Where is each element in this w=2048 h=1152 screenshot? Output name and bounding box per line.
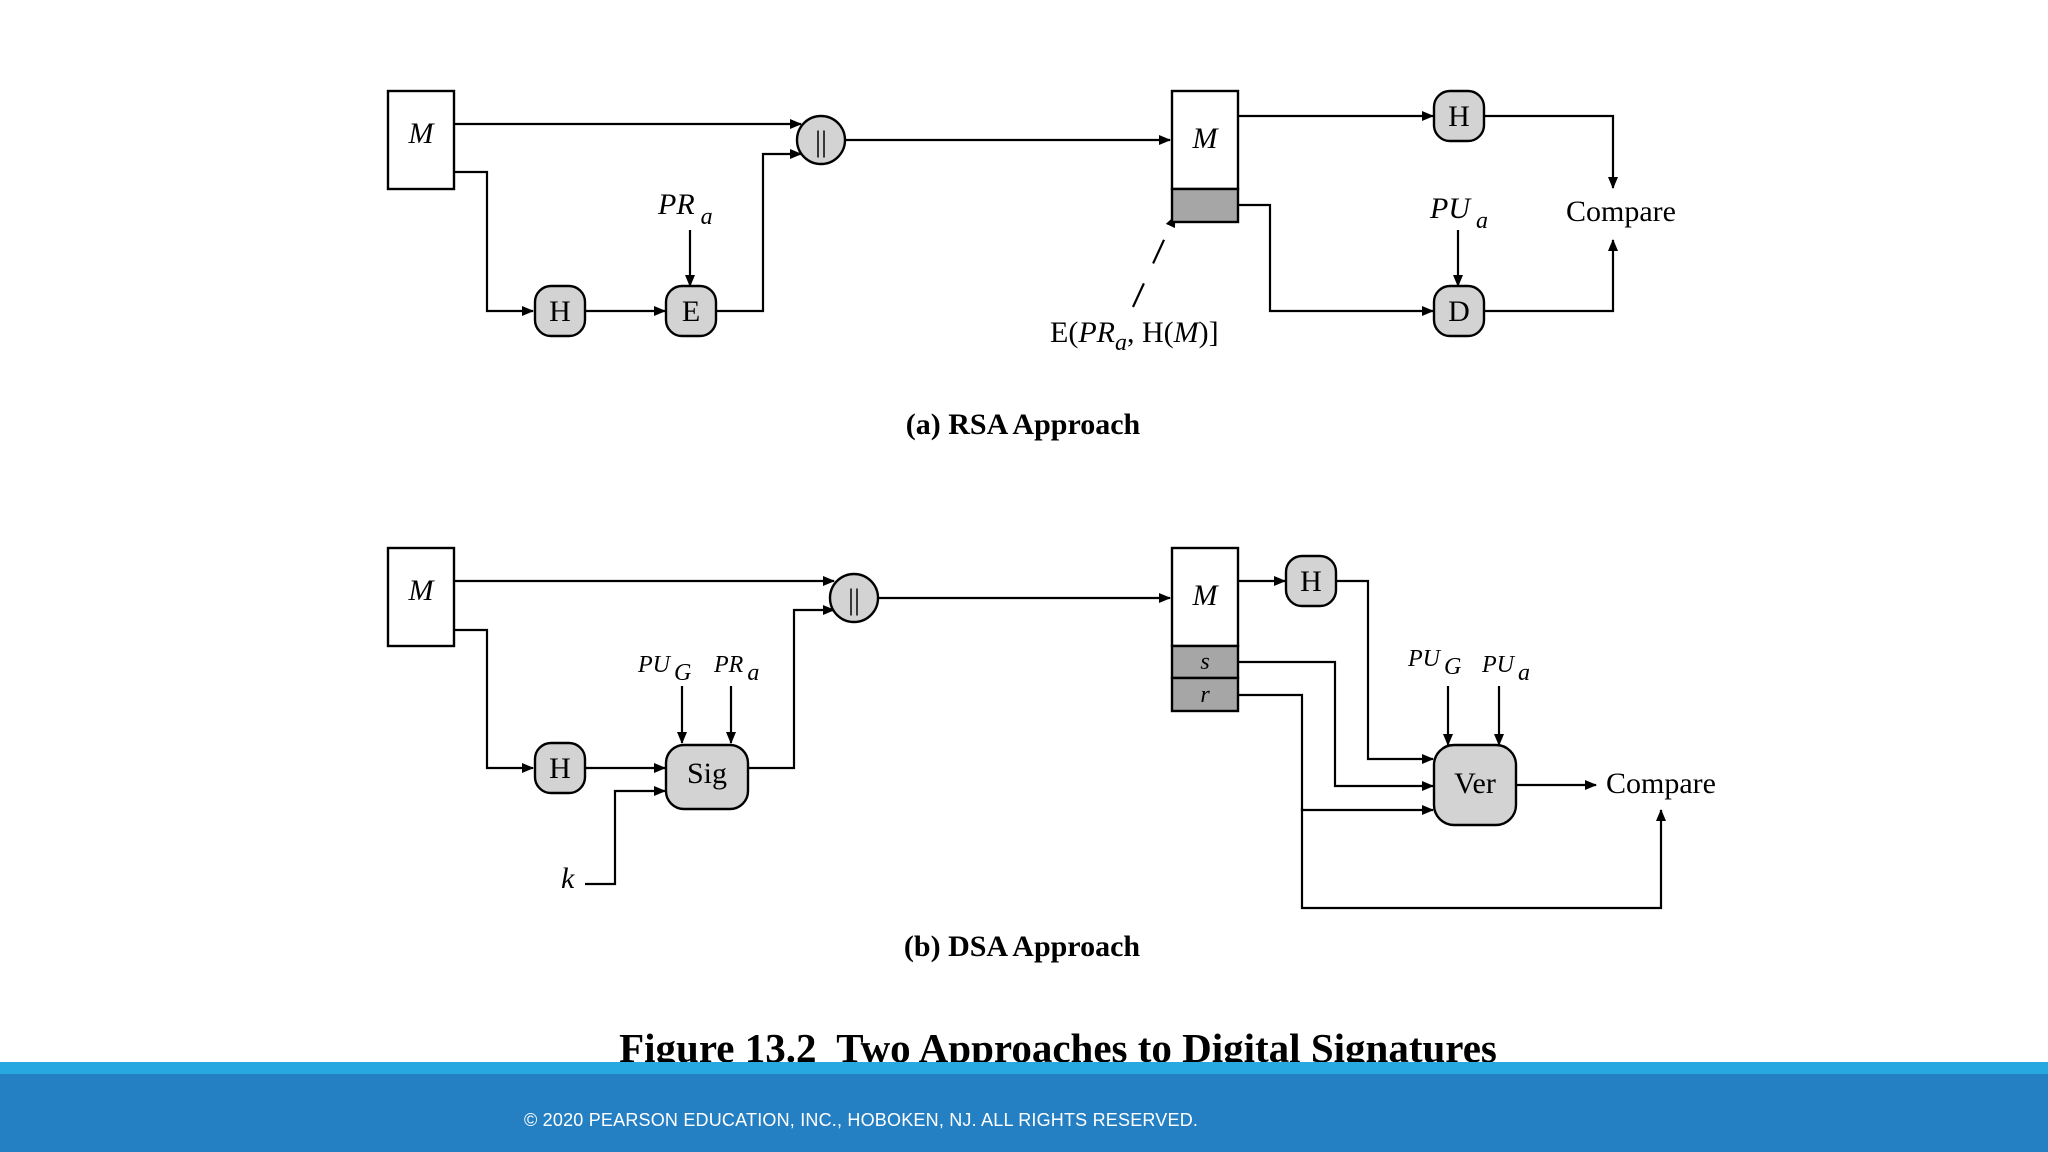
rsa-compare-label: Compare bbox=[1566, 195, 1676, 228]
dsa-arrow-m-to-h bbox=[455, 628, 534, 773]
rsa-message-label: M bbox=[408, 117, 436, 150]
dsa-random-k-label: k bbox=[561, 862, 575, 895]
dsa-recv-hash-node bbox=[1284, 554, 1338, 608]
rsa-arrow-sig-to-d bbox=[1238, 203, 1434, 316]
dsa-sign-node bbox=[664, 743, 750, 811]
dsa-verify-label: Ver bbox=[1454, 767, 1496, 800]
dsa-compare-label: Compare bbox=[1606, 767, 1716, 800]
dsa-message-box bbox=[386, 546, 456, 648]
rsa-hash-label: H bbox=[549, 295, 571, 328]
rsa-signature-label: E(PRa, H(M)] bbox=[1050, 316, 1219, 356]
rsa-recv-message-label: M bbox=[1192, 122, 1220, 155]
rsa-caption: (a) RSA Approach bbox=[906, 408, 1141, 441]
dsa-message-label: M bbox=[408, 574, 436, 607]
rsa-message-box bbox=[386, 89, 456, 191]
dsa-recv-r-label: r bbox=[1200, 682, 1210, 708]
dsa-recv-s-label: s bbox=[1200, 649, 1209, 675]
dsa-concat-node bbox=[828, 572, 880, 624]
rsa-encrypt-node bbox=[664, 284, 718, 338]
rsa-dashed-pointer bbox=[1132, 215, 1176, 308]
rsa-recv-signature-block bbox=[1170, 187, 1240, 224]
rsa-hash-node bbox=[533, 284, 587, 338]
rsa-arrow-e-to-concat bbox=[716, 149, 802, 313]
dsa-caption: (b) DSA Approach bbox=[904, 930, 1140, 963]
dsa-verify-node bbox=[1432, 743, 1518, 827]
dsa-recv-hash-label: H bbox=[1300, 565, 1322, 598]
rsa-recv-hash-node bbox=[1432, 89, 1486, 143]
dsa-recv-r-block bbox=[1170, 676, 1240, 713]
rsa-recv-message-box bbox=[1170, 89, 1240, 191]
rsa-decrypt-node bbox=[1432, 284, 1486, 338]
dsa-recv-message-label: M bbox=[1192, 579, 1220, 612]
dsa-recv-s-block bbox=[1170, 644, 1240, 680]
dsa-arrow-k-to-sig bbox=[585, 786, 666, 886]
dsa-hash-label: H bbox=[549, 752, 571, 785]
footer-accent-stripe bbox=[0, 1062, 2048, 1074]
dsa-arrow-h-to-ver bbox=[1336, 579, 1434, 764]
rsa-public-key-main: PU bbox=[1429, 192, 1472, 225]
dsa-arrow-sig-to-concat bbox=[749, 605, 835, 770]
dsa-recv-message-box bbox=[1170, 546, 1240, 648]
figure-title: Figure 13.2 Two Approaches to Digital Si… bbox=[619, 1025, 1497, 1062]
copyright-notice: © 2020 PEARSON EDUCATION, INC., HOBOKEN,… bbox=[524, 1110, 1199, 1130]
rsa-encrypt-label: E bbox=[682, 295, 700, 328]
footer-bar bbox=[0, 1074, 2048, 1152]
rsa-private-key-main: PR bbox=[657, 188, 695, 221]
rsa-arrow-h-to-compare bbox=[1483, 114, 1618, 189]
rsa-arrow-d-to-compare bbox=[1483, 239, 1618, 313]
rsa-arrow-m-to-h bbox=[455, 170, 534, 316]
dsa-sign-label: Sig bbox=[687, 757, 727, 790]
dsa-concat-label: || bbox=[848, 583, 860, 616]
rsa-concat-node bbox=[795, 114, 847, 166]
rsa-decrypt-label: D bbox=[1448, 295, 1470, 328]
dsa-arrow-s-to-ver bbox=[1238, 660, 1434, 791]
rsa-private-key-sub: a bbox=[701, 204, 713, 230]
dsa-arrow-r-to-compare bbox=[1300, 808, 1666, 910]
dsa-arrow-r-to-ver bbox=[1238, 693, 1434, 815]
rsa-recv-hash-label: H bbox=[1448, 100, 1470, 133]
dsa-hash-node bbox=[533, 741, 587, 795]
rsa-public-key-sub: a bbox=[1476, 208, 1488, 234]
rsa-concat-label: || bbox=[815, 125, 827, 158]
